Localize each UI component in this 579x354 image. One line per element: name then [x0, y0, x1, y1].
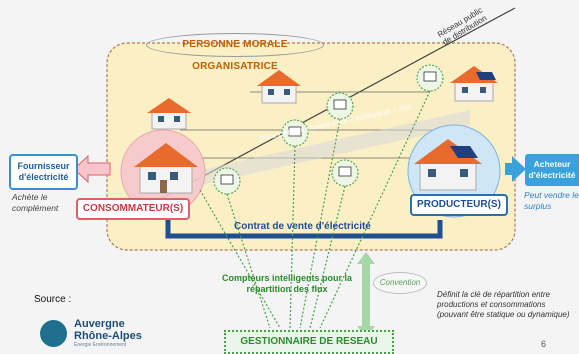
meter-4 — [331, 159, 359, 187]
arrow-to-fournisseur — [73, 154, 111, 184]
contrat-label: Contrat de vente d'électricité — [234, 221, 371, 232]
meter-1 — [213, 167, 241, 195]
consommateur-label: CONSOMMATEUR(S) — [76, 198, 190, 220]
arrow-to-acheteur — [505, 156, 526, 182]
convention-arrow — [357, 252, 375, 338]
meter-links — [199, 90, 431, 329]
house-producer — [414, 139, 482, 191]
logo-badge — [40, 320, 67, 347]
house-2 — [257, 70, 301, 104]
gestionnaire-label: GESTIONNAIRE DE RESEAU — [224, 330, 394, 354]
fournisseur-box: Fournisseur d'électricité — [9, 154, 78, 190]
source-label: Source : — [34, 294, 72, 305]
achete-note: Achète le complément — [12, 192, 59, 213]
house-1 — [147, 98, 191, 130]
convention-label: Convention — [373, 272, 427, 294]
meter-2 — [281, 119, 309, 147]
meter-3 — [326, 92, 354, 120]
page-number: 6 — [541, 339, 547, 349]
vendre-note: Peut vendre le surplus — [524, 190, 579, 211]
contract-arrow — [165, 216, 443, 239]
definit-label: Définit la clé de répartition entre prod… — [437, 290, 570, 319]
house-3 — [450, 66, 498, 102]
house-consumer — [134, 143, 198, 194]
meter-5 — [416, 64, 444, 92]
acheteur-box: Acheteur d'électricité — [525, 154, 579, 186]
logo-sub: Énergie Environnement — [74, 342, 127, 348]
compteurs-label: Compteurs intelligents pour la répartiti… — [221, 273, 352, 294]
logo-text: Auvergne Rhône-Alpes — [74, 318, 142, 342]
org-label: PERSONNE MORALE ORGANISATRICE — [146, 33, 324, 72]
logo-line1: Auvergne — [74, 318, 125, 330]
producteur-label: PRODUCTEUR(S) — [410, 194, 508, 216]
logo-line2: Rhône-Alpes — [74, 330, 142, 342]
